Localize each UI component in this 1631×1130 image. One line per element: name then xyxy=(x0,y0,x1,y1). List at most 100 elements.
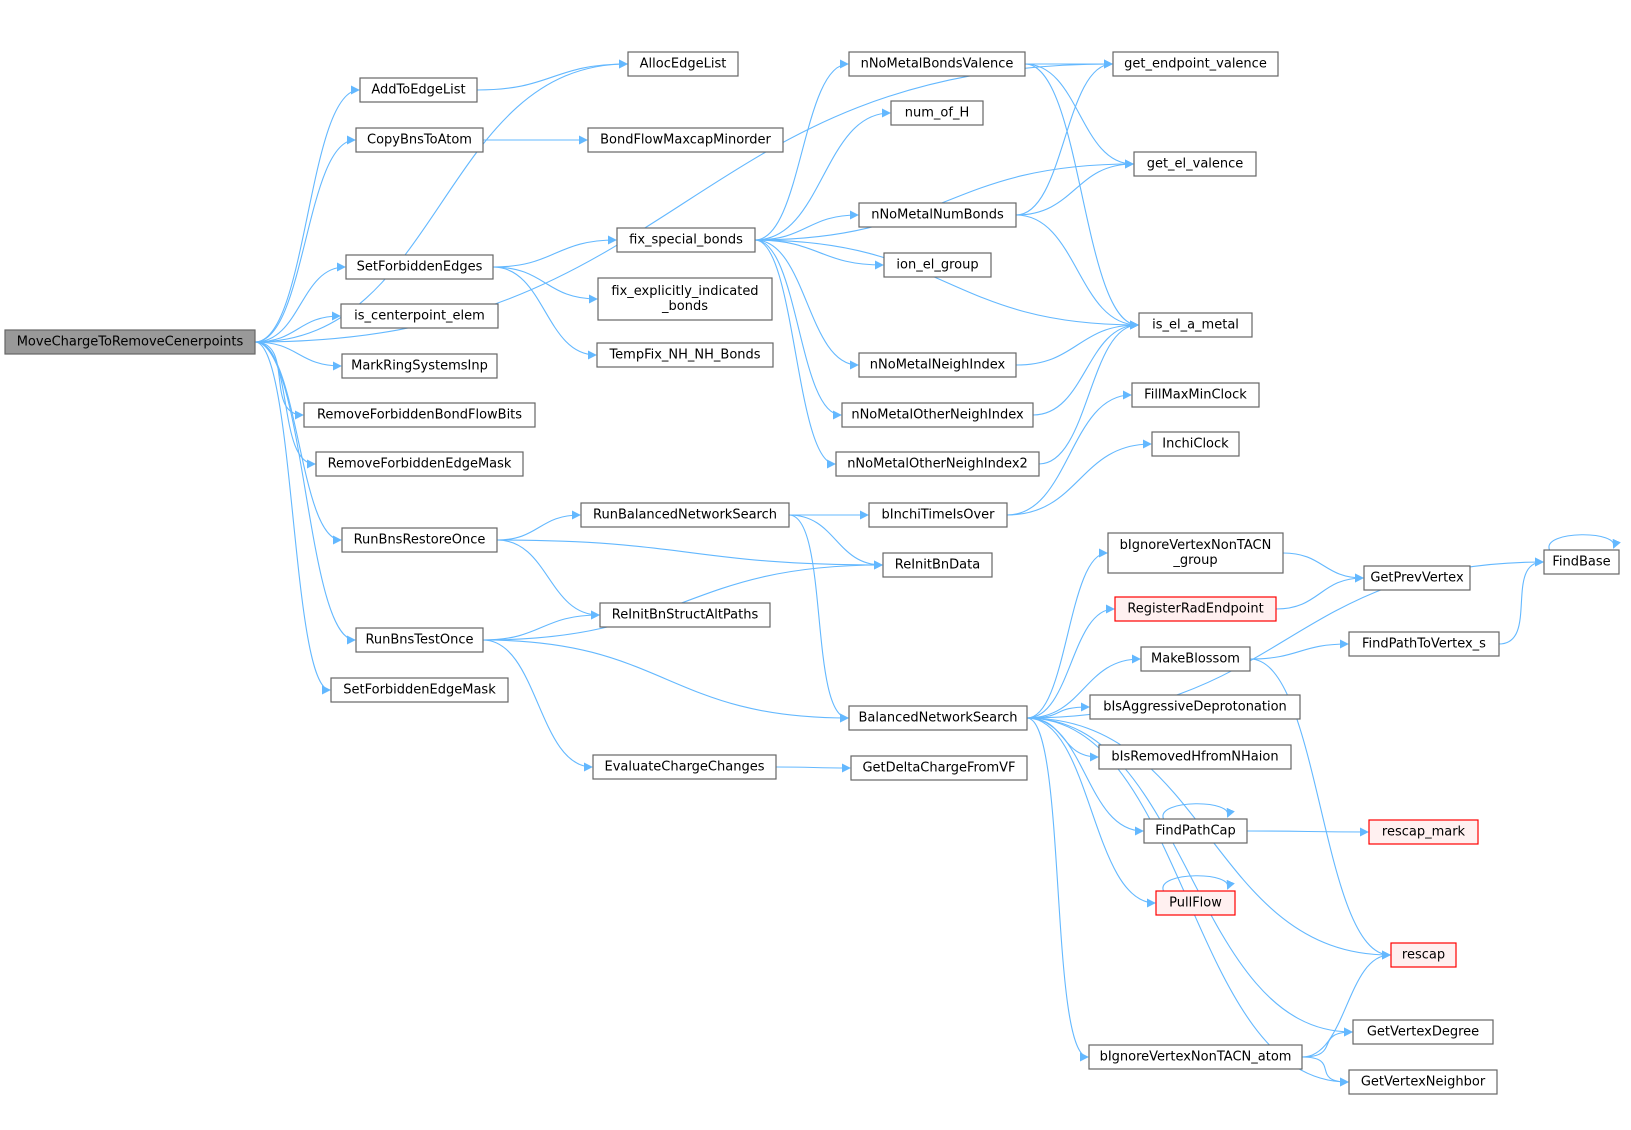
node-get-el-valence[interactable]: get_el_valence xyxy=(1133,151,1257,177)
edge-run-bns-restore-once-to-re-init-bn-struct-alt-paths xyxy=(496,539,600,620)
node-b-ignore-vertex-non-tacn-group[interactable]: bIgnoreVertexNonTACN_group xyxy=(1107,532,1284,574)
node-label: nNoMetalBondsValence xyxy=(861,57,1014,72)
node-b-inchi-time-is-over[interactable]: bInchiTimeIsOver xyxy=(868,502,1008,528)
edge-pull-flow-to-pull-flow xyxy=(1162,875,1235,892)
edge-move-charge-to-remove-cenerpoints-to-is-centerpoint-elem xyxy=(254,311,341,343)
node-get-endpoint-valence[interactable]: get_endpoint_valence xyxy=(1112,51,1279,77)
node-box xyxy=(835,451,1040,477)
node-label: nNoMetalOtherNeighIndex2 xyxy=(847,457,1028,472)
edge-fix-special-bonds-to-n-no-metal-other-neigh-index2 xyxy=(754,239,836,469)
node-find-base[interactable]: FindBase xyxy=(1543,549,1620,575)
node-label: get_el_valence xyxy=(1147,157,1244,172)
node-re-init-bn-struct-alt-paths[interactable]: ReInitBnStructAltPaths xyxy=(599,602,771,628)
node-alloc-edge-list[interactable]: AllocEdgeList xyxy=(627,51,739,77)
node-run-bns-restore-once[interactable]: RunBnsRestoreOnce xyxy=(341,527,498,553)
node-label: is_centerpoint_elem xyxy=(354,309,485,324)
edge-b-ignore-vertex-non-tacn-group-to-get-prev-vertex xyxy=(1282,552,1364,583)
node-is-centerpoint-elem[interactable]: is_centerpoint_elem xyxy=(340,303,499,329)
node-n-no-metal-bonds-valence[interactable]: nNoMetalBondsValence xyxy=(848,51,1026,77)
edge-fix-special-bonds-to-is-el-a-metal xyxy=(754,239,1139,330)
edge-add-to-edge-list-to-alloc-edge-list xyxy=(476,59,628,91)
node-label: nNoMetalOtherNeighIndex xyxy=(851,408,1024,423)
node-n-no-metal-num-bonds[interactable]: nNoMetalNumBonds xyxy=(858,202,1017,228)
nodes-layer: MoveChargeToRemoveCenerpoints AddToEdgeLi… xyxy=(4,51,1620,1095)
node-label: FillMaxMinClock xyxy=(1144,388,1247,403)
node-label: GetVertexDegree xyxy=(1367,1025,1479,1040)
node-b-is-removed-hfrom-nhaion[interactable]: bIsRemovedHfromNHaion xyxy=(1098,744,1292,770)
edge-make-blossom-to-find-path-to-vertex-s xyxy=(1249,639,1349,660)
edge-b-ignore-vertex-non-tacn-atom-to-get-vertex-degree xyxy=(1301,1027,1353,1058)
node-evaluate-charge-changes[interactable]: EvaluateChargeChanges xyxy=(592,754,777,780)
node-box xyxy=(597,277,773,321)
node-box xyxy=(580,502,790,528)
node-b-is-aggressive-deprotonation[interactable]: bIsAggressiveDeprotonation xyxy=(1089,694,1301,720)
node-get-vertex-neighbor[interactable]: GetVertexNeighbor xyxy=(1348,1069,1498,1095)
node-b-ignore-vertex-non-tacn-atom[interactable]: bIgnoreVertexNonTACN_atom xyxy=(1088,1044,1303,1070)
edge-n-no-metal-other-neigh-index-to-is-el-a-metal xyxy=(1032,320,1139,416)
node-label: nNoMetalNumBonds xyxy=(871,208,1004,223)
node-get-prev-vertex[interactable]: GetPrevVertex xyxy=(1363,565,1471,591)
node-label: nNoMetalNeighIndex xyxy=(870,358,1006,373)
node-balanced-network-search[interactable]: BalancedNetworkSearch xyxy=(848,705,1028,731)
node-ion-el-group[interactable]: ion_el_group xyxy=(883,252,992,278)
node-find-path-to-vertex-s[interactable]: FindPathToVertex_s xyxy=(1348,631,1500,657)
node-run-balanced-network-search[interactable]: RunBalancedNetworkSearch xyxy=(580,502,790,528)
edge-fix-special-bonds-to-n-no-metal-other-neigh-index xyxy=(754,239,842,420)
edge-set-forbidden-edges-to-temp-fix-nh-nh-bonds xyxy=(492,266,597,360)
node-num-of-h[interactable]: num_of_H xyxy=(890,100,984,126)
edge-n-no-metal-num-bonds-to-is-el-a-metal xyxy=(1015,214,1139,330)
node-label: get_endpoint_valence xyxy=(1124,57,1267,72)
edge-balanced-network-search-to-b-ignore-vertex-non-tacn-atom xyxy=(1026,717,1089,1062)
node-box xyxy=(340,303,499,329)
node-bond-flow-maxcap-minorder[interactable]: BondFlowMaxcapMinorder xyxy=(587,127,784,153)
node-label: AllocEdgeList xyxy=(640,57,727,72)
node-register-rad-endpoint[interactable]: RegisterRadEndpoint xyxy=(1114,596,1277,622)
edge-balanced-network-search-to-find-path-cap xyxy=(1026,717,1144,836)
node-find-path-cap[interactable]: FindPathCap xyxy=(1143,818,1248,844)
node-copy-bns-to-atom[interactable]: CopyBnsToAtom xyxy=(355,127,484,153)
node-box xyxy=(1131,382,1260,408)
node-mark-ring-systems-inp[interactable]: MarkRingSystemsInp xyxy=(341,353,498,379)
node-pull-flow[interactable]: PullFlow xyxy=(1155,890,1236,916)
node-add-to-edge-list[interactable]: AddToEdgeList xyxy=(359,77,478,103)
edge-run-bns-restore-once-to-run-balanced-network-search xyxy=(496,510,581,541)
node-get-vertex-degree[interactable]: GetVertexDegree xyxy=(1352,1019,1494,1045)
node-n-no-metal-other-neigh-index[interactable]: nNoMetalOtherNeighIndex xyxy=(841,402,1034,428)
node-set-forbidden-edge-mask[interactable]: SetForbiddenEdgeMask xyxy=(330,677,509,703)
node-box xyxy=(883,252,992,278)
edge-run-bns-test-once-to-re-init-bn-struct-alt-paths xyxy=(482,610,600,641)
node-label: MarkRingSystemsInp xyxy=(351,359,488,374)
node-label: BondFlowMaxcapMinorder xyxy=(600,133,771,148)
edge-b-inchi-time-is-over-to-inchi-clock xyxy=(1006,439,1152,516)
node-label: FindPathCap xyxy=(1155,824,1236,839)
node-n-no-metal-neigh-index[interactable]: nNoMetalNeighIndex xyxy=(858,352,1017,378)
edge-n-no-metal-bonds-valence-to-get-el-valence xyxy=(1024,63,1134,169)
edge-move-charge-to-remove-cenerpoints-to-run-bns-restore-once xyxy=(254,341,342,545)
node-is-el-a-metal[interactable]: is_el_a_metal xyxy=(1138,312,1253,338)
node-re-init-bn-data[interactable]: ReInitBnData xyxy=(882,552,993,578)
edge-balanced-network-search-to-register-rad-endpoint xyxy=(1026,604,1115,719)
node-label: fix_explicitly_indicated xyxy=(611,284,758,299)
node-make-blossom[interactable]: MakeBlossom xyxy=(1140,646,1251,672)
node-remove-forbidden-bond-flow-bits[interactable]: RemoveForbiddenBondFlowBits xyxy=(303,402,536,428)
node-set-forbidden-edges[interactable]: SetForbiddenEdges xyxy=(345,254,494,280)
edge-balanced-network-search-to-make-blossom xyxy=(1026,654,1141,719)
node-label: SetForbiddenEdgeMask xyxy=(343,683,496,698)
edge-run-bns-restore-once-to-re-init-bn-data xyxy=(496,539,883,570)
edge-fix-special-bonds-to-get-el-valence xyxy=(754,159,1134,241)
node-rescap-mark[interactable]: rescap_mark xyxy=(1368,819,1479,845)
node-fill-max-min-clock[interactable]: FillMaxMinClock xyxy=(1131,382,1260,408)
node-fix-special-bonds[interactable]: fix_special_bonds xyxy=(616,227,756,253)
node-get-delta-charge-from-vf[interactable]: GetDeltaChargeFromVF xyxy=(850,755,1028,781)
node-move-charge-to-remove-cenerpoints[interactable]: MoveChargeToRemoveCenerpoints xyxy=(4,329,256,355)
node-label: ion_el_group xyxy=(896,258,978,273)
node-rescap[interactable]: rescap xyxy=(1390,942,1457,968)
node-run-bns-test-once[interactable]: RunBnsTestOnce xyxy=(355,627,484,653)
node-remove-forbidden-edge-mask[interactable]: RemoveForbiddenEdgeMask xyxy=(315,451,524,477)
node-fix-explicitly-indicated-bonds[interactable]: fix_explicitly_indicated_bonds xyxy=(597,277,773,321)
node-n-no-metal-other-neigh-index2[interactable]: nNoMetalOtherNeighIndex2 xyxy=(835,451,1040,477)
node-box xyxy=(1088,1044,1303,1070)
node-temp-fix-nh-nh-bonds[interactable]: TempFix_NH_NH_Bonds xyxy=(596,342,774,368)
node-label: _bonds xyxy=(661,299,708,314)
node-inchi-clock[interactable]: InchiClock xyxy=(1151,431,1240,457)
